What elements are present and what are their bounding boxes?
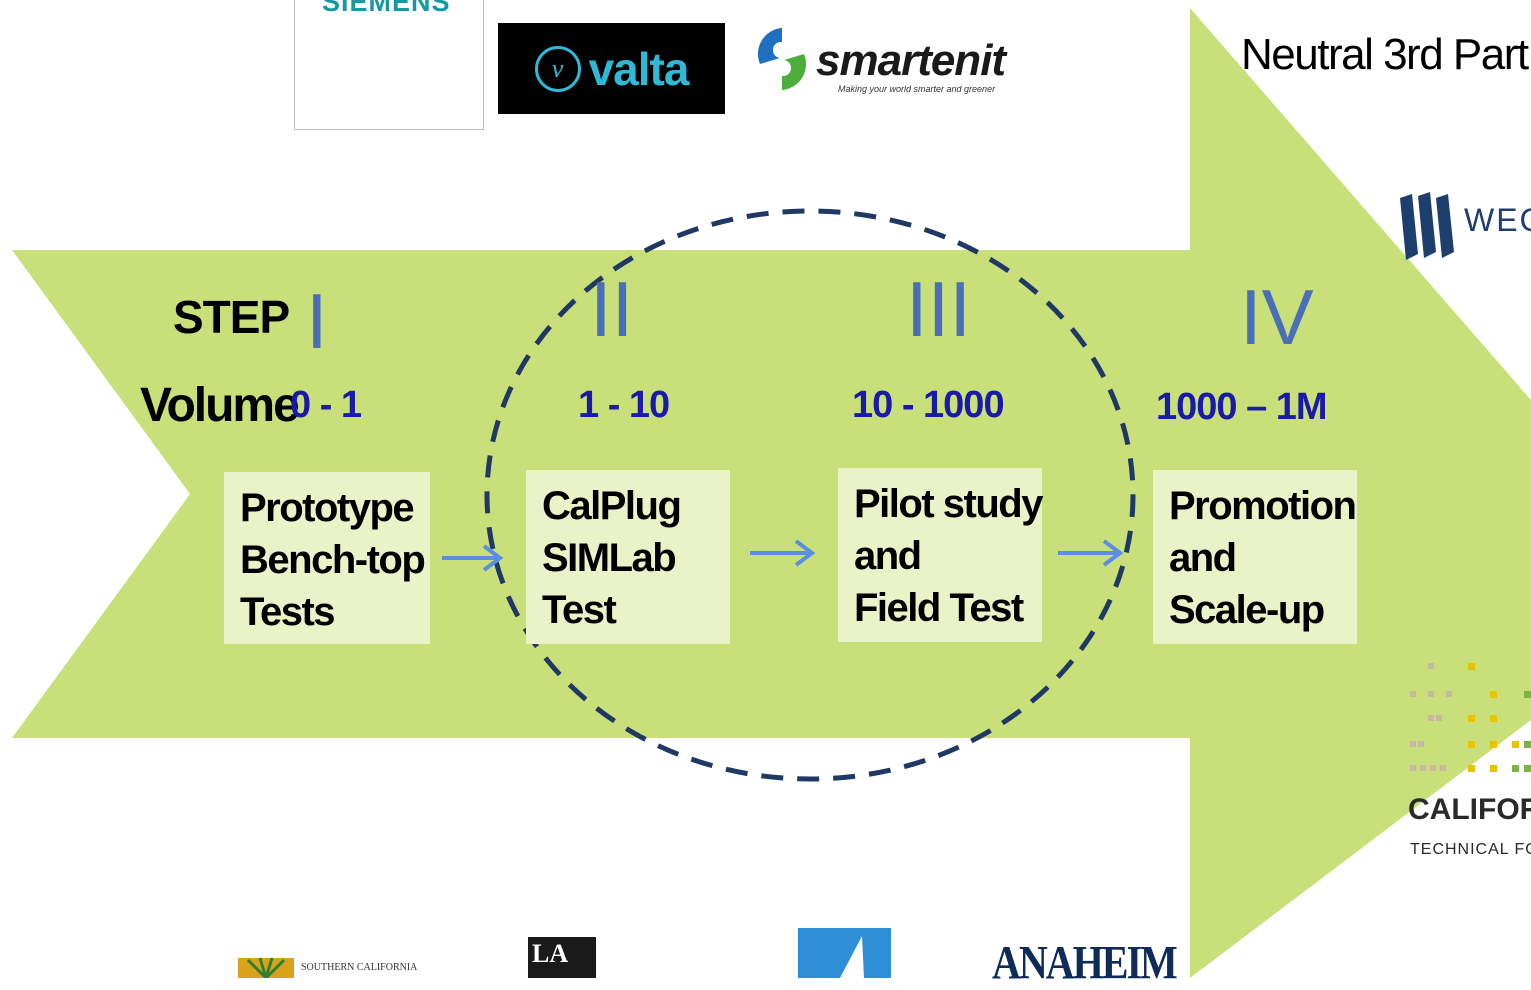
volume-range-1: 0 - 1 [290, 384, 362, 426]
volume-range-2: 1 - 10 [578, 384, 670, 426]
utility-logo-blue [798, 928, 891, 978]
california-logo-text: CALIFORNI [1408, 793, 1531, 826]
stage-text-line: and [854, 534, 922, 578]
volume-range-4: 1000 – 1M [1156, 386, 1328, 428]
weco-logo: WEC [1398, 190, 1531, 264]
california-technical-forum-logo: CALIFORNI TECHNICAL FOR [1406, 655, 1531, 865]
step-numeral-3: III [906, 265, 972, 353]
step-numeral-2: II [590, 265, 634, 353]
stage-text-line: Field Test [854, 586, 1024, 630]
stage-text-line: Bench-top [240, 538, 426, 582]
stage-text-line: CalPlug [542, 484, 682, 528]
flow-arrow-3 [1058, 539, 1124, 567]
anaheim-logo: ANAHEIM [992, 935, 1178, 990]
stage-box-pilot: Pilot study and Field Test [838, 468, 1043, 642]
volume-label: Volume [140, 379, 300, 432]
step-label: STEP [173, 291, 290, 343]
sce-logo-text: SOUTHERN CALIFORNIA [301, 962, 418, 973]
stage-text-line: SIMLab [542, 536, 677, 580]
step-numeral-4: IV [1240, 273, 1314, 361]
flow-arrow-1 [442, 544, 504, 572]
sce-logo: SOUTHERN CALIFORNIA [238, 952, 438, 978]
stage-text-line: Pilot study [854, 482, 1043, 526]
stage-text-line: Promotion [1169, 484, 1357, 528]
stage-box-prototype: Prototype Bench-top Tests [224, 472, 430, 644]
smartenit-logo: smartenit Making your world smarter and … [752, 22, 1034, 100]
big-chevron-arrow [12, 8, 1531, 978]
stage-text-line: Scale-up [1169, 588, 1325, 632]
stage-text-line: Prototype [240, 486, 415, 530]
weco-logo-text: WEC [1464, 202, 1531, 238]
utility-mark-icon [840, 936, 864, 978]
valta-mark: v [534, 45, 581, 92]
flow-arrow-2 [750, 539, 816, 567]
stage-text-line: Test [542, 588, 617, 632]
siemens-logo-text: SIEMENS [322, 0, 451, 17]
siemens-logo: SIEMENS [294, 0, 484, 130]
ladwp-logo: LA [528, 937, 596, 978]
dot-grid-icon [1410, 663, 1531, 772]
step-numeral-1: I [306, 277, 328, 365]
smartenit-logo-text: smartenit [816, 36, 1006, 85]
neutral-third-party-heading: Neutral 3rd Part [1241, 30, 1529, 79]
weco-mark-icon [1400, 192, 1454, 260]
smartenit-swirl-icon [757, 28, 807, 90]
dashed-circle-highlight [484, 208, 1136, 782]
volume-range-3: 10 - 1000 [852, 384, 1005, 426]
sce-sunburst-icon [238, 957, 294, 978]
california-logo-subtext: TECHNICAL FOR [1410, 841, 1531, 858]
stage-box-simlab: CalPlug SIMLab Test [526, 470, 730, 644]
smartenit-tagline: Making your world smarter and greener [838, 84, 996, 94]
valta-logo-text: valta [588, 42, 690, 95]
stage-box-promotion: Promotion and Scale-up [1153, 470, 1357, 644]
stage-text-line: Tests [240, 590, 336, 634]
ladwp-logo-text: LA [532, 939, 569, 968]
valta-logo: v valta [498, 23, 725, 114]
stage-text-line: and [1169, 536, 1237, 580]
